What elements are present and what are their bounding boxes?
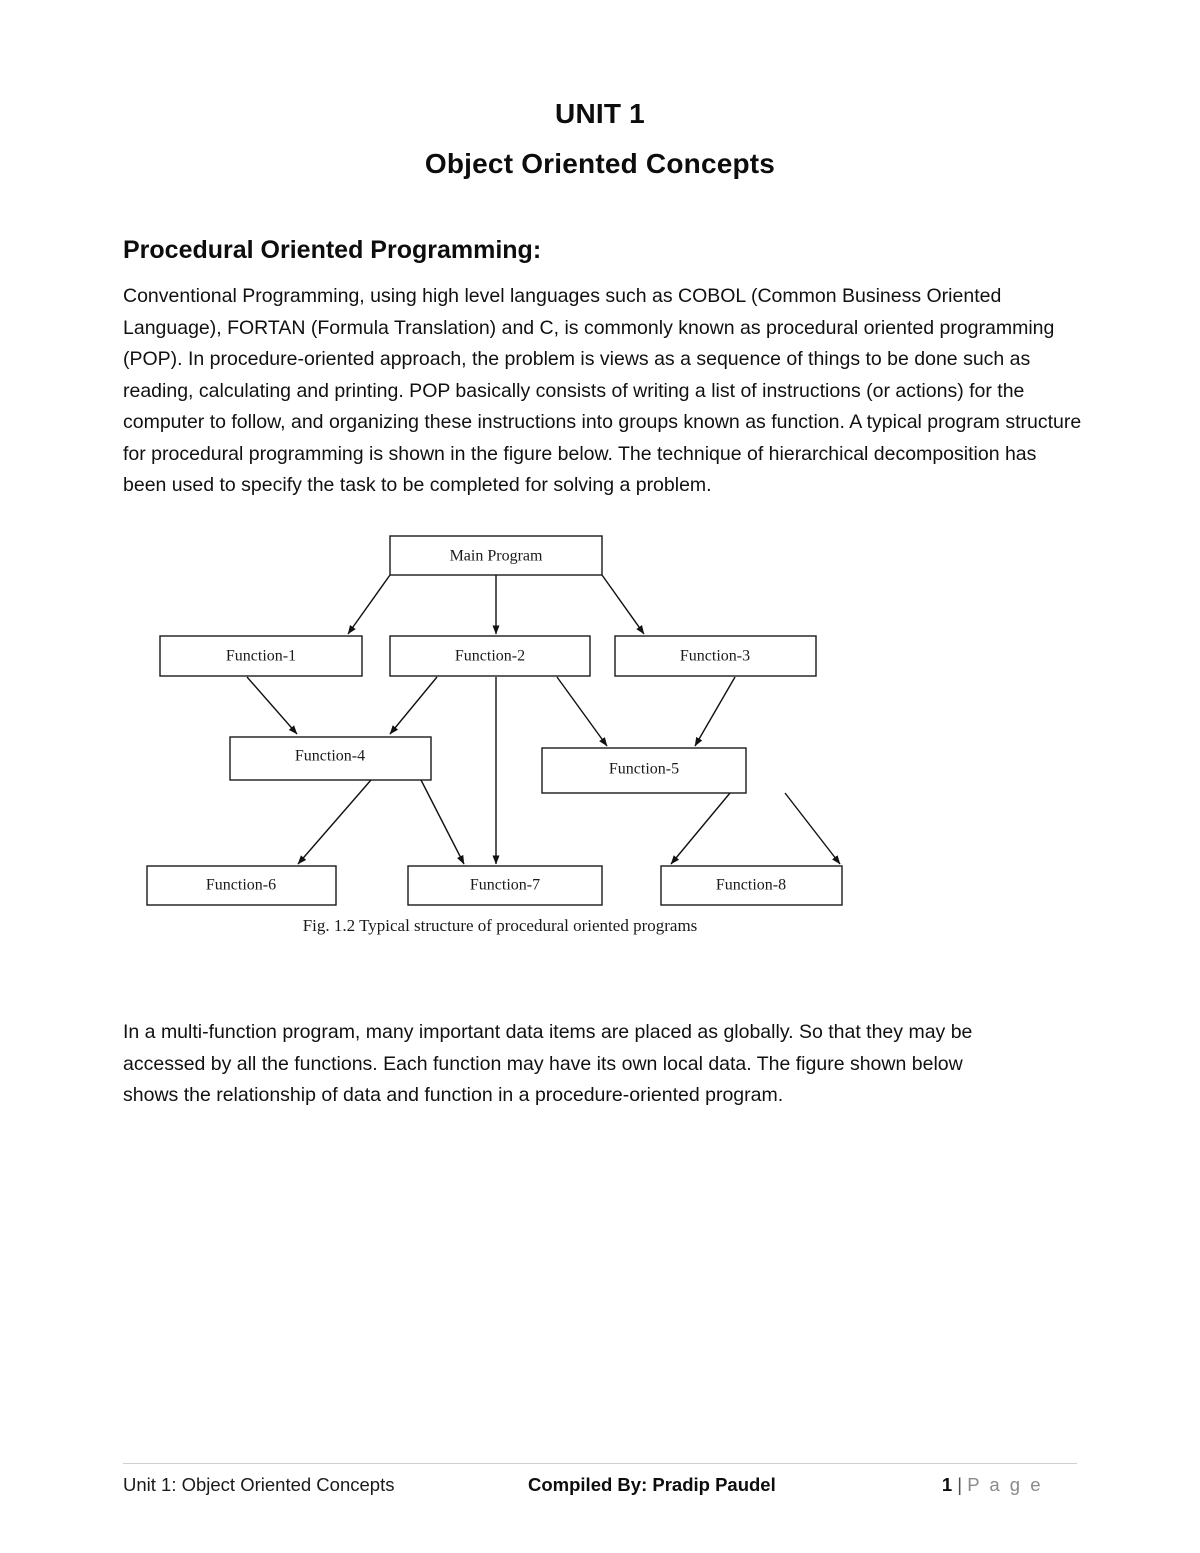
footer-divider xyxy=(123,1463,1077,1464)
node-label-function-3: Function-3 xyxy=(680,648,750,665)
node-label-function-2: Function-2 xyxy=(455,648,525,665)
edge-main-to-function-1 xyxy=(347,574,391,635)
section-heading-procedural-oriented-programming: Procedural Oriented Programming: xyxy=(123,236,542,264)
edge-function-3-to-function-5 xyxy=(694,676,736,747)
node-box-function-2 xyxy=(389,635,591,677)
paragraph-procedural-programming: Conventional Programming, using high lev… xyxy=(123,285,1082,496)
diagram-node-labels: Main Program Function-1 Function-2 Funct… xyxy=(206,548,786,894)
diagram-edges xyxy=(246,574,841,865)
node-box-function-3 xyxy=(614,635,817,677)
node-label-function-1: Function-1 xyxy=(226,648,296,665)
diagram-nodes xyxy=(146,535,843,906)
node-label-function-5: Function-5 xyxy=(609,761,679,778)
edge-main-to-function-3 xyxy=(601,574,645,635)
node-box-function-4 xyxy=(229,736,432,781)
page-footer: Unit 1: Object Oriented Concepts Compile… xyxy=(123,1474,1077,1502)
edge-function-4-to-function-7 xyxy=(420,779,465,865)
edge-function-5-to-function-8 xyxy=(784,792,841,865)
node-box-function-8 xyxy=(660,865,843,906)
document-title-line-2: Object Oriented Concepts xyxy=(424,148,776,179)
node-box-function-6 xyxy=(146,865,337,906)
footer-page-separator: | xyxy=(957,1474,963,1495)
figure-caption: Fig. 1.2 Typical structure of procedural… xyxy=(302,916,698,935)
node-box-function-5 xyxy=(541,747,747,794)
node-label-function-8: Function-8 xyxy=(716,877,786,894)
node-box-main-program xyxy=(389,535,603,576)
edge-function-2-to-function-4 xyxy=(389,676,438,735)
node-label-function-6: Function-6 xyxy=(206,877,276,894)
diagram-svg: Main Program Function-1 Function-2 Funct… xyxy=(146,535,843,906)
figure-procedural-structure-diagram: Main Program Function-1 Function-2 Funct… xyxy=(130,528,870,943)
edge-function-4-to-function-6 xyxy=(297,779,372,865)
edge-function-2-to-function-5 xyxy=(556,676,608,747)
node-label-function-4: Function-4 xyxy=(295,748,365,765)
node-label-main-program: Main Program xyxy=(450,548,543,565)
edge-function-1-to-function-4 xyxy=(246,676,298,735)
footer-page-indicator: 1 | P a g e xyxy=(942,1474,1043,1496)
footer-page-word: P a g e xyxy=(967,1474,1043,1495)
node-box-function-7 xyxy=(407,865,603,906)
document-title-line-1: UNIT 1 xyxy=(555,98,645,129)
paragraph-multi-function-program: In a multi-function program, many import… xyxy=(123,1021,973,1106)
edge-function-5-to-function-7 xyxy=(670,792,731,865)
node-label-function-7: Function-7 xyxy=(470,877,540,894)
footer-unit-label: Unit 1: Object Oriented Concepts xyxy=(123,1474,395,1495)
footer-page-number: 1 xyxy=(941,1474,953,1495)
node-box-function-1 xyxy=(159,635,363,677)
footer-compiled-by: Compiled By: Pradip Paudel xyxy=(528,1474,776,1495)
